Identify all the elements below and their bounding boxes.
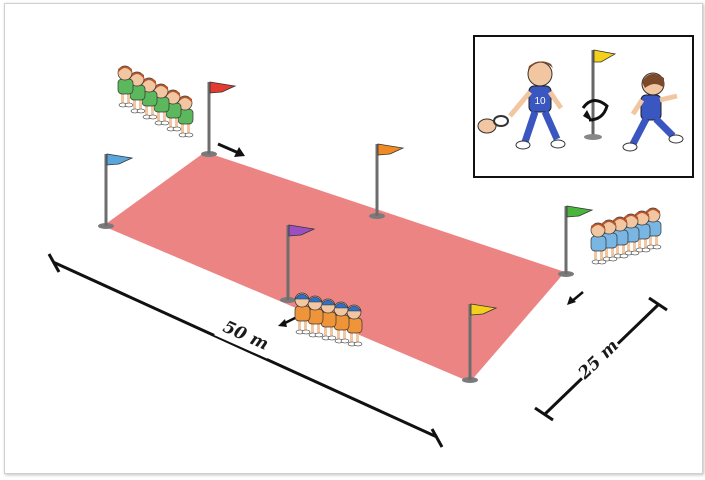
drill-diagram-frame: 50 m 25 m: [4, 3, 703, 474]
red-flag: [201, 82, 235, 157]
team-member: [295, 293, 310, 334]
light-blue-team: [591, 208, 661, 264]
team-orange-arrow: [278, 317, 297, 327]
team-member: [118, 66, 133, 107]
orange-flag: [369, 144, 403, 219]
team-blue-arrow: [567, 292, 583, 305]
start-arrow: [218, 144, 245, 157]
runner-number: 10: [534, 96, 546, 107]
green-team: [118, 66, 193, 137]
green-flag: [558, 206, 592, 277]
width-dimension: 25 m: [535, 298, 667, 420]
relay-inset: 10: [474, 36, 693, 177]
field: [103, 152, 565, 382]
drill-diagram: 50 m 25 m: [5, 4, 702, 473]
